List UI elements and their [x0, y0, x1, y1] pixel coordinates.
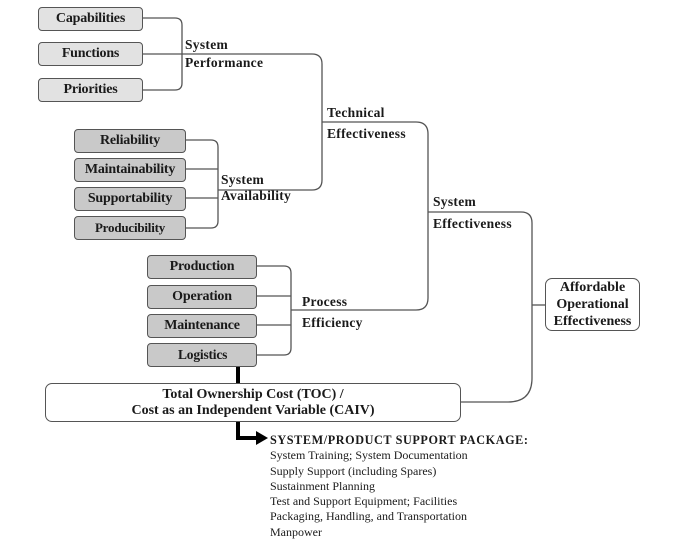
maintenance-box: Maintenance — [147, 314, 257, 338]
functions-box: Functions — [38, 42, 143, 66]
support-package-item: Manpower — [270, 524, 322, 539]
label-line: System — [185, 37, 229, 52]
label-line: System — [221, 172, 265, 187]
technical-effectiveness-label: Technical Effectiveness — [327, 102, 406, 144]
label-line: Process — [302, 294, 348, 309]
aoe-line: Affordable — [559, 280, 626, 295]
operation-box: Operation — [147, 285, 257, 309]
system-performance-label: System Performance — [185, 36, 263, 72]
priorities-box: Priorities — [38, 78, 143, 102]
label-line: System — [433, 194, 477, 209]
toc-line: Total Ownership Cost (TOC) / — [162, 386, 344, 402]
total-ownership-cost-box: Total Ownership Cost (TOC) / Cost as an … — [45, 383, 461, 422]
label-line: Effectiveness — [433, 216, 512, 231]
production-box: Production — [147, 255, 257, 279]
support-package-item: Test and Support Equipment; Facilities — [270, 494, 458, 509]
availability-bracket — [186, 139, 219, 229]
support-package-title: SYSTEM/PRODUCT SUPPORT PACKAGE: — [270, 433, 529, 447]
support-package-item: Supply Support (including Spares) — [270, 463, 437, 478]
effectiveness-link — [428, 211, 533, 403]
label-line: Efficiency — [302, 315, 363, 330]
arrow-head-icon — [256, 431, 268, 445]
affordable-operational-effectiveness-box: Affordable Operational Effectiveness — [545, 278, 640, 331]
label-line: Technical — [327, 105, 385, 120]
logistics-box: Logistics — [147, 343, 257, 367]
support-package-item: Packaging, Handling, and Transportation — [270, 509, 467, 524]
label-line: Availability — [221, 188, 292, 203]
maintainability-box: Maintainability — [74, 158, 186, 182]
supportability-box: Supportability — [74, 187, 186, 211]
support-package-item: System Training; System Documentation — [270, 448, 468, 463]
toc-to-package-arrow-line — [236, 421, 258, 440]
aoe-line: Operational — [556, 297, 629, 312]
support-package-item: Sustainment Planning — [270, 478, 375, 493]
label-line: Performance — [185, 55, 264, 70]
process-efficiency-label: Process Efficiency — [302, 291, 363, 333]
producibility-box: Producibility — [74, 216, 186, 240]
reliability-box: Reliability — [74, 129, 186, 153]
aoe-line: Effectiveness — [553, 314, 632, 329]
toc-line: Cost as an Independent Variable (CAIV) — [131, 402, 375, 418]
technical-link — [291, 121, 429, 311]
process-bracket — [257, 265, 292, 356]
capabilities-box: Capabilities — [38, 7, 143, 31]
label-line: Effectiveness — [327, 126, 406, 141]
system-availability-label: System Availability — [221, 172, 291, 204]
support-package: SYSTEM/PRODUCT SUPPORT PACKAGE: System T… — [270, 433, 529, 540]
system-effectiveness-label: System Effectiveness — [433, 191, 512, 235]
